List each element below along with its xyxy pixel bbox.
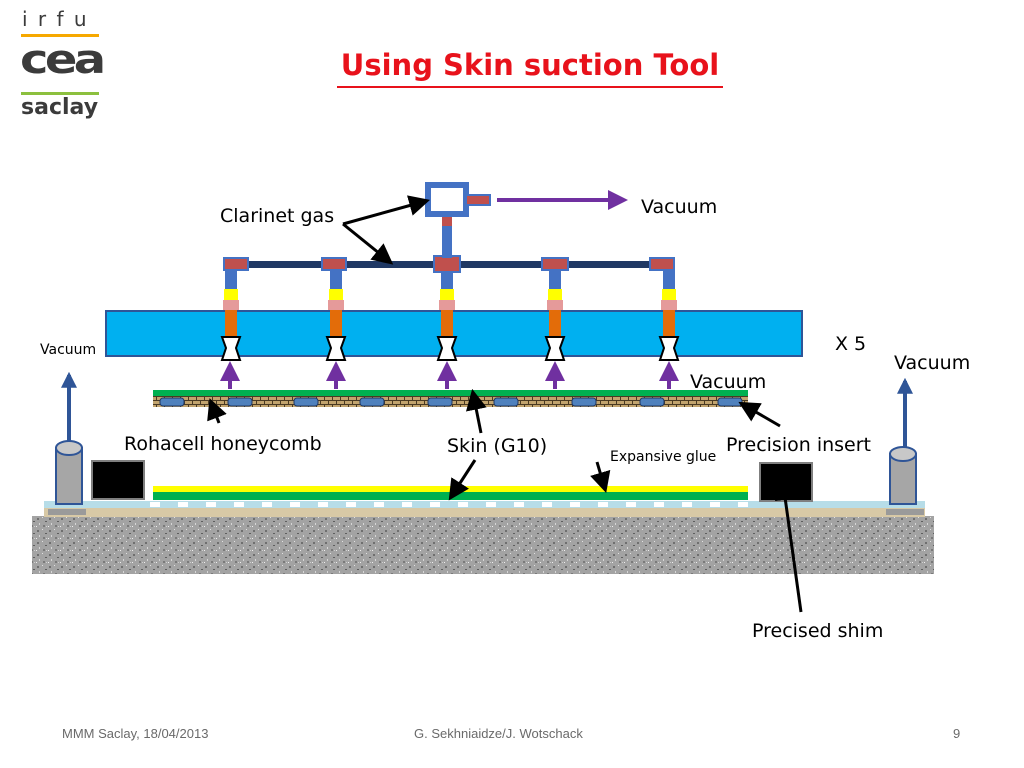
label-expansive-glue: Expansive glue bbox=[610, 449, 717, 465]
footer-left: MMM Saclay, 18/04/2013 bbox=[62, 726, 209, 741]
slide-title: Using Skin suction Tool bbox=[340, 48, 720, 82]
label-skin: Skin (G10) bbox=[447, 435, 548, 457]
label-precised-shim: Precised shim bbox=[752, 620, 884, 642]
logo-irfu-text: i r f u bbox=[22, 7, 89, 31]
logo-irfu-bar bbox=[21, 34, 99, 37]
left-vacuum-cylinder bbox=[55, 371, 83, 505]
label-vacuum-mid: Vacuum bbox=[690, 371, 767, 393]
label-vacuum-top: Vacuum bbox=[641, 196, 718, 218]
precision-inserts bbox=[159, 397, 743, 407]
logo-saclay-bar bbox=[21, 92, 99, 95]
left-foot bbox=[48, 509, 86, 515]
bottom-plate-grooves bbox=[150, 502, 748, 507]
upper-skin-layer bbox=[153, 390, 748, 396]
right-foot bbox=[886, 509, 924, 515]
footer-center: G. Sekhniaidze/J. Wotschack bbox=[414, 726, 583, 741]
left-precision-shim bbox=[91, 460, 145, 500]
suction-vacuum-arrows bbox=[220, 361, 679, 389]
label-clarinet-gas: Clarinet gas bbox=[220, 205, 335, 227]
right-vacuum-cylinder bbox=[889, 377, 917, 505]
label-x5: X 5 bbox=[835, 333, 867, 355]
label-vacuum-left: Vacuum bbox=[40, 342, 97, 358]
label-vacuum-right: Vacuum bbox=[894, 352, 971, 374]
footer-page-number: 9 bbox=[953, 726, 961, 741]
logo-cea-text: cea bbox=[20, 37, 106, 83]
label-precision-insert: Precision insert bbox=[726, 434, 871, 456]
suction-tool-plate bbox=[105, 310, 803, 357]
logo-saclay-text: saclay bbox=[21, 95, 99, 120]
pointer-arrows bbox=[207, 195, 803, 613]
vacuum-pump-box bbox=[425, 182, 491, 217]
gas-manifold bbox=[223, 212, 675, 273]
bottom-glue-layer bbox=[153, 486, 748, 493]
granite-table bbox=[32, 516, 934, 574]
bottom-plate-top bbox=[44, 501, 925, 508]
label-rohacell: Rohacell honeycomb bbox=[124, 433, 322, 455]
title-underline bbox=[337, 86, 723, 88]
